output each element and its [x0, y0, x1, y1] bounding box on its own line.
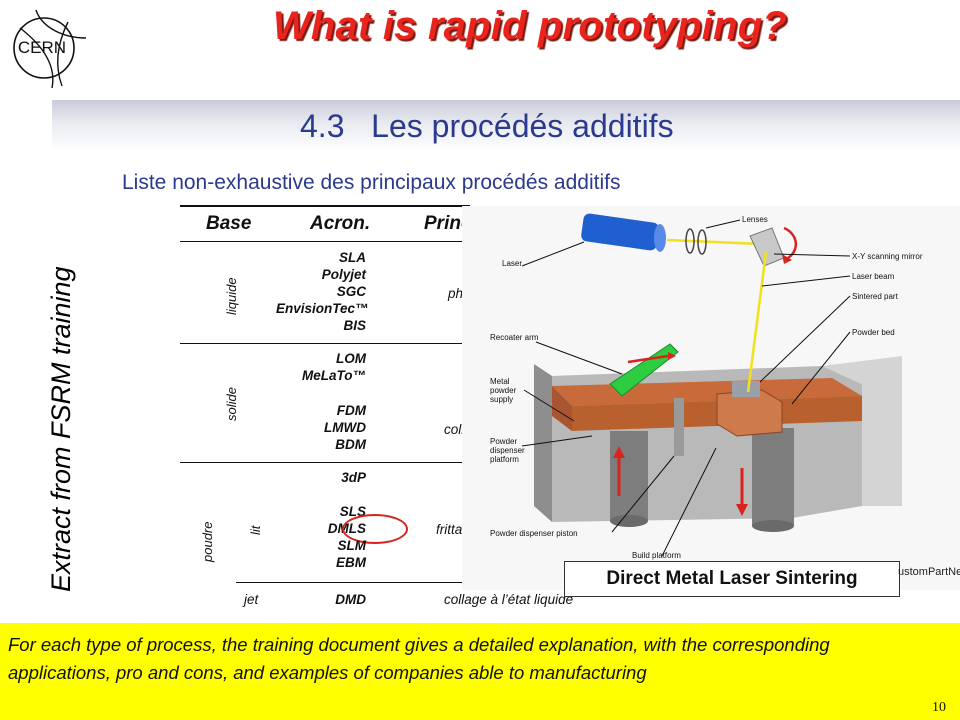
label-dispenser-piston: Powder dispenser piston — [490, 529, 578, 538]
diagram-watermark: ustomPartNet — [898, 566, 960, 578]
build-piston — [752, 428, 794, 526]
label-dispenser-platform-1: Powder — [490, 437, 517, 446]
label-build-platform: Build platform — [632, 551, 681, 560]
cern-logo-text: CERN — [18, 38, 66, 57]
header-rule — [180, 241, 470, 242]
label-powder-bed: Powder bed — [852, 328, 895, 337]
section-heading: 4.3 Les procédés additifs — [300, 108, 674, 144]
list-subtitle: Liste non-exhaustive des principaux proc… — [122, 171, 621, 194]
lens-1 — [685, 228, 695, 254]
subgroup-label-jet: jet — [244, 592, 259, 607]
label-sintered-part: Sintered part — [852, 292, 899, 301]
acronym-sla: SLA — [339, 250, 366, 265]
principle-liquide: ph — [448, 286, 464, 301]
page-number: 10 — [932, 700, 946, 715]
divider-wall — [674, 398, 684, 456]
acronym-dmd: DMD — [335, 592, 366, 607]
acronym-slm: SLM — [337, 538, 367, 553]
subgroup-label-lit: lit — [248, 525, 263, 535]
principle-jet: collage à l’état liquide — [444, 592, 574, 607]
acronym-3dp: 3dP — [341, 470, 366, 485]
scanning-mirror — [749, 227, 785, 267]
slide-title: What is rapid prototyping? — [272, 4, 788, 48]
label-dispenser-platform-2: dispenser — [490, 446, 525, 455]
dmls-illustration: Lenses Laser X-Y scanning mirror Laser b… — [490, 213, 923, 560]
sintered-part — [716, 389, 783, 437]
group-rule-2 — [180, 462, 470, 463]
acronym-melato: MeLaTo™ — [302, 368, 366, 383]
acronym-fdm: FDM — [336, 403, 366, 418]
sintered-top — [732, 381, 760, 397]
principle-lit: fritta — [436, 522, 463, 537]
group-rule-1 — [180, 343, 470, 344]
header-principle: Princ — [424, 213, 472, 234]
acronym-bis: BIS — [343, 318, 366, 333]
note-box — [0, 623, 960, 720]
label-dispenser-platform-3: platform — [490, 455, 519, 464]
acronym-envisiontec: EnvisionTec™ — [276, 301, 369, 316]
label-laser-beam: Laser beam — [852, 272, 895, 281]
diagram-caption: Direct Metal Laser Sintering — [564, 561, 900, 597]
dispenser-piston — [610, 431, 648, 521]
lens-2 — [697, 229, 707, 255]
label-recoater: Recoater arm — [490, 333, 539, 342]
acronym-polyjet: Polyjet — [321, 267, 366, 282]
acronym-ebm: EBM — [336, 555, 366, 570]
acronym-bdm: BDM — [335, 437, 366, 452]
laser-beam-down — [746, 251, 768, 393]
label-metal-powder-1: Metal — [490, 377, 510, 386]
machine-right-wall — [822, 356, 902, 506]
powder-left — [552, 386, 572, 431]
label-laser: Laser — [502, 259, 522, 268]
acronym-sgc: SGC — [336, 284, 366, 299]
subgroup-rule — [236, 582, 470, 583]
side-caption: Extract from FSRM training — [46, 266, 76, 592]
label-mirror: X-Y scanning mirror — [852, 252, 923, 261]
cern-logo: CERN — [13, 9, 87, 89]
group-label-liquide: liquide — [224, 277, 239, 315]
laser-beam-path — [666, 238, 763, 246]
header-base: Base — [206, 213, 252, 234]
label-lenses: Lenses — [742, 215, 768, 224]
header-acronym: Acron. — [310, 213, 371, 234]
laser-tube — [581, 213, 659, 251]
group-label-solide: solide — [224, 387, 239, 421]
dmls-diagram: Lenses Laser X-Y scanning mirror Laser b… — [462, 206, 960, 590]
acronym-lom: LOM — [336, 351, 366, 366]
heading-band — [52, 100, 960, 152]
table-top-rule — [180, 205, 470, 207]
label-metal-powder-2: powder — [490, 386, 517, 395]
process-table: Base Acron. Princ liquide SLA Polyjet SG… — [180, 205, 573, 623]
acronym-lmwd: LMWD — [324, 420, 366, 435]
dmls-highlight-circle — [342, 514, 408, 544]
group-label-poudre: poudre — [200, 521, 215, 562]
label-metal-powder-3: supply — [490, 395, 513, 404]
note-text: For each type of process, the training d… — [8, 634, 830, 683]
